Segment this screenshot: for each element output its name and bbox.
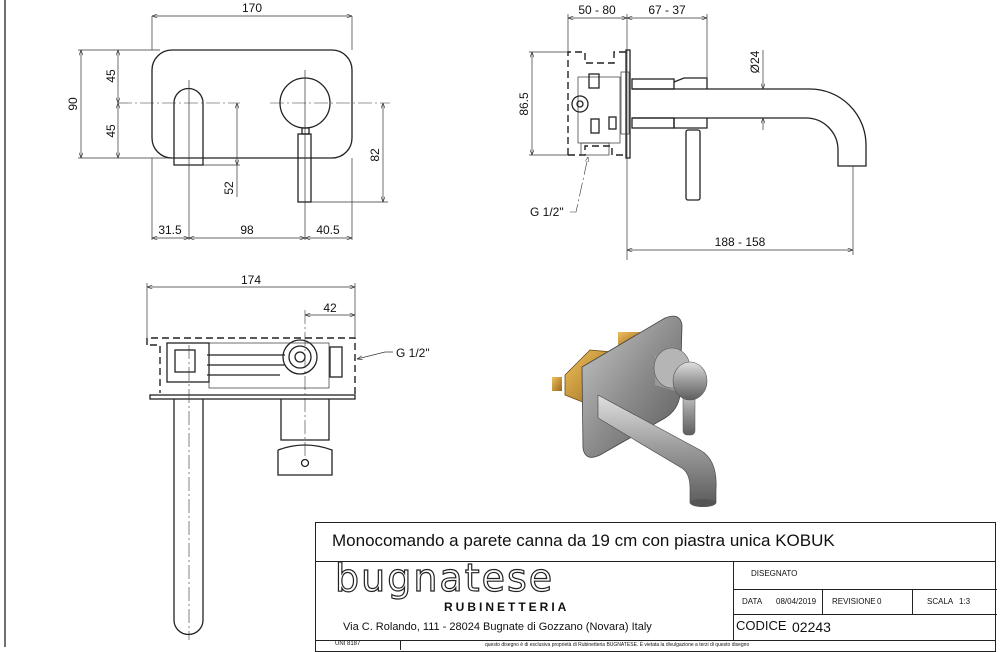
disegnato-cell: DISEGNATO (734, 562, 997, 590)
top-view: 174 42 G 1/2" (146, 273, 430, 640)
data-value: 08/04/2019 (776, 597, 817, 606)
disegnato-label: DISEGNATO (751, 569, 798, 578)
label-connection-side: G 1/2" (530, 205, 564, 219)
dim-body-depth: 67 - 37 (648, 3, 686, 17)
drawing-title: Monocomando a parete canna da 19 cm con … (332, 531, 835, 550)
dim-right-offset: 40.5 (316, 223, 340, 237)
norm-label: UNI 8187 (335, 641, 361, 647)
codice-label: CODICE (736, 618, 787, 633)
scala-label: SCALA (927, 597, 954, 606)
data-row: DATA 08/04/2019 REVISIONE 0 SCALA 1:3 (734, 589, 997, 615)
spout-top (173, 399, 204, 636)
disclaimer: questo disegno è di esclusiva proprietà … (485, 642, 750, 648)
label-connection-top: G 1/2" (396, 346, 430, 360)
dim-center-distance: 98 (240, 223, 254, 237)
side-view: 50 - 80 67 - 37 86.5 Ø24 188 - 158 G 1/2… (517, 3, 867, 260)
dim-spout-drop: 52 (222, 181, 236, 195)
wall-plate (151, 49, 353, 159)
scala-value: 1:3 (959, 597, 971, 606)
render-knob (672, 361, 708, 401)
title-row: Monocomando a parete canna da 19 cm con … (315, 522, 996, 562)
codice-value: 02243 (792, 619, 831, 635)
spout-outline (173, 87, 204, 166)
handle-top (277, 444, 333, 476)
dim-spout-projection: 188 - 158 (715, 235, 766, 249)
company-subtitle: RUBINETTERIA (444, 600, 570, 614)
logo-area: bugnatese RUBINETTERIA Via C. Rolando, 1… (315, 555, 733, 640)
front-view: 170 90 45 45 52 82 31.5 98 40.5 (66, 1, 390, 240)
dim-half-top: 45 (104, 69, 118, 83)
dim-offset: 42 (323, 301, 337, 315)
lever-side (685, 129, 701, 201)
dim-lever-drop: 82 (368, 148, 382, 162)
footer-row: UNI 8187 questo disegno è di esclusiva p… (315, 640, 996, 650)
spout-side (632, 88, 867, 167)
data-label: DATA (742, 597, 763, 606)
dim-box-height: 86.5 (517, 92, 531, 116)
dim-box-depth: 50 - 80 (578, 3, 616, 17)
revisione-label: REVISIONE (832, 597, 876, 606)
dim-left-offset: 31.5 (158, 223, 182, 237)
dim-total-width: 174 (241, 273, 261, 287)
company-address: Via C. Rolando, 111 - 28024 Bugnate di G… (343, 621, 652, 633)
dim-half-bottom: 45 (104, 124, 118, 138)
revisione-value: 0 (877, 597, 882, 606)
dim-height: 90 (66, 97, 80, 111)
product-render (552, 315, 717, 507)
dim-width: 170 (242, 1, 262, 15)
company-logo: bugnatese (334, 555, 555, 600)
dim-spout-diameter: Ø24 (748, 50, 762, 73)
codice-row: CODICE 02243 (734, 614, 997, 640)
info-grid: DISEGNATO DATA 08/04/2019 REVISIONE 0 SC… (733, 562, 997, 640)
lever (297, 133, 312, 203)
side-plate (625, 49, 631, 159)
